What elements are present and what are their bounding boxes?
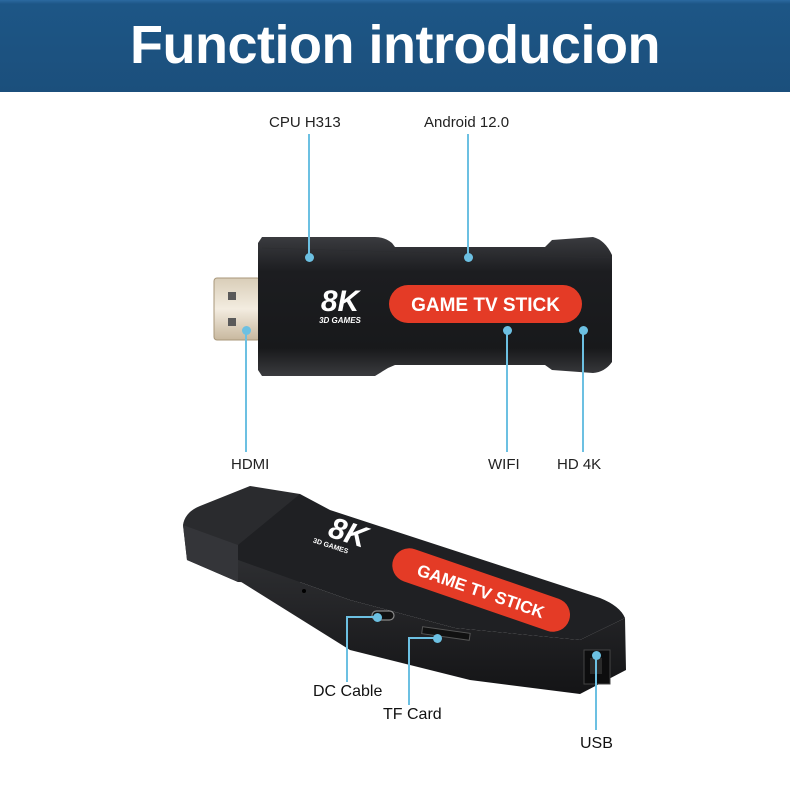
callout-line-hd4k — [582, 330, 584, 452]
label-usb: USB — [580, 735, 613, 752]
callout-line-usb — [595, 655, 597, 730]
label-hd4k: HD 4K — [557, 456, 602, 473]
callout-line-hdmi — [245, 330, 247, 452]
callout-line-cpu — [308, 134, 310, 257]
label-wifi: WIFI — [488, 456, 520, 473]
callout-dot-cpu — [304, 252, 314, 262]
label-tf-card: TF Card — [383, 706, 442, 723]
callout-line-tf-card-h — [408, 637, 437, 639]
header-banner: Function introducion — [0, 0, 790, 92]
callout-line-android — [467, 134, 469, 257]
label-cpu: CPU H313 — [269, 114, 341, 131]
svg-text:3D GAMES: 3D GAMES — [319, 316, 361, 325]
stick-top-view: 8K 3D GAMES GAME TV STICK — [213, 237, 613, 376]
svg-text:GAME TV STICK: GAME TV STICK — [411, 295, 560, 316]
label-android: Android 12.0 — [424, 114, 510, 131]
callout-line-dc-cable-h — [346, 616, 377, 618]
page-title: Function introducion — [130, 15, 660, 75]
label-hdmi: HDMI — [231, 456, 270, 473]
callout-line-dc-cable-v — [346, 616, 348, 682]
callout-line-wifi — [506, 330, 508, 452]
svg-text:8K: 8K — [321, 285, 362, 318]
callout-dot-dc-cable — [372, 612, 382, 622]
callout-line-tf-card-v — [408, 637, 410, 705]
callout-dot-tf-card — [432, 633, 442, 643]
label-dc-cable: DC Cable — [313, 683, 383, 700]
callout-dot-android — [463, 252, 473, 262]
stick-side-view: 8K 3D GAMES GAME TV STICK — [183, 486, 626, 694]
